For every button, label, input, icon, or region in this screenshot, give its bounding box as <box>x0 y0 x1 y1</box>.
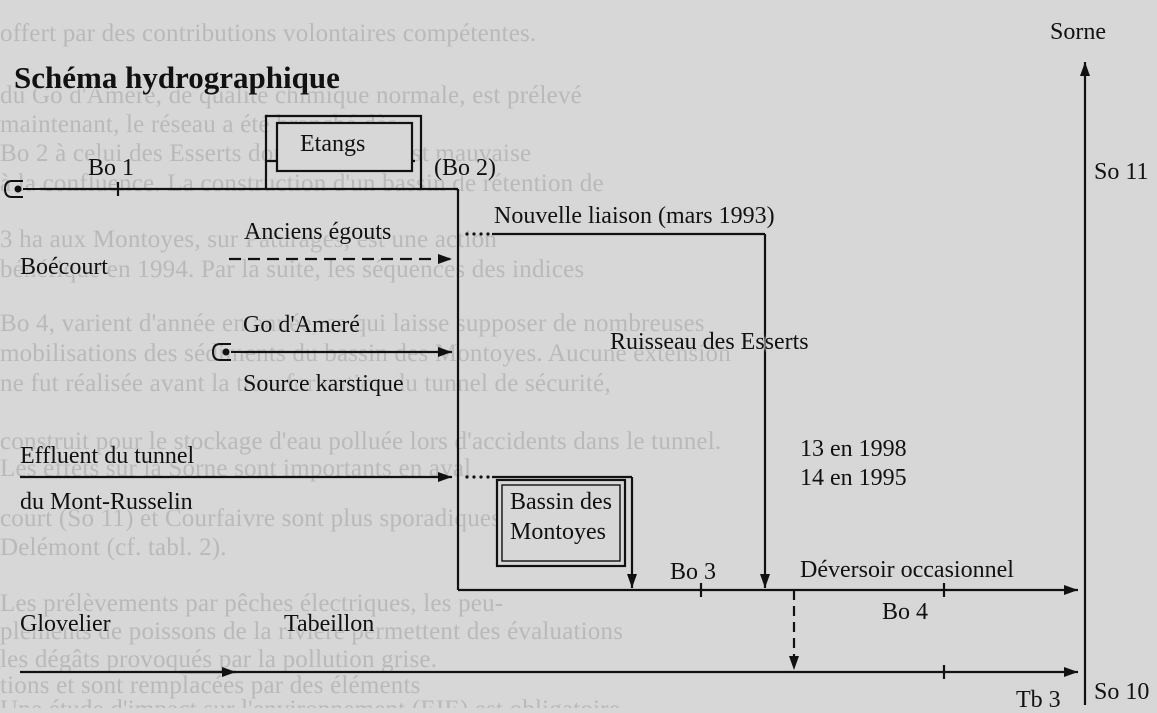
effluent-label-line2: du Mont-Russelin <box>20 489 193 515</box>
bassin-box <box>495 478 627 568</box>
background-text-line: mobilisations des sédiments du bassin de… <box>0 340 731 367</box>
bo1-label: Bo 1 <box>88 155 135 181</box>
count-1998-label: 13 en 1998 <box>800 436 907 462</box>
bassin-box-inner <box>501 484 621 562</box>
ruisseau-esserts-label: Ruisseau des Esserts <box>610 329 809 355</box>
source-karstique-icon <box>211 343 243 361</box>
background-text-line: tions et sont remplacées par des élément… <box>0 672 421 699</box>
background-text-line: plements de poissons de la rivière perme… <box>0 618 624 645</box>
count-1995-label: 14 en 1995 <box>800 465 907 491</box>
background-text-line: 3 ha aux Montoyes, sur Pâturages, est un… <box>0 226 497 253</box>
background-text-line: Bo 4, varient d'année en année, ce qui l… <box>0 310 705 337</box>
boecourt-label: Boécourt <box>20 254 108 280</box>
background-text-line: Les prélèvements par pêches électriques,… <box>0 590 504 617</box>
so10-label: So 10 <box>1094 679 1150 705</box>
background-text-line: à la confluence. La construction d'un ba… <box>0 170 604 197</box>
go-amere-label: Go d'Ameré <box>243 312 360 338</box>
etangs-loop-line <box>264 114 423 189</box>
background-text-line: Une étude d'impact sur l'environnement (… <box>0 696 1157 708</box>
background-text-line: du Go d'Ameré, de qualité chimique norma… <box>0 82 582 109</box>
bassin-label-line2: Montoyes <box>510 519 606 545</box>
background-text-line: construit pour le stockage d'eau polluée… <box>0 428 722 455</box>
background-text-line: ne fut réalisée avant la transformation … <box>0 370 611 397</box>
nouvelle-liaison-label: Nouvelle liaison (mars 1993) <box>494 203 775 229</box>
background-text-line: Delémont (cf. tabl. 2). <box>0 534 227 561</box>
source-karstique-label: Source karstique <box>243 371 404 397</box>
diagram-title: Schéma hydrographique <box>14 60 340 95</box>
background-text-line: court (So 11) et Courfaivre sont plus sp… <box>0 505 502 532</box>
dotted-connectors <box>465 232 490 479</box>
effluent-label-line1: Effluent du tunnel <box>20 443 195 469</box>
etangs-box <box>275 121 414 173</box>
tb3-label: Tb 3 <box>1016 687 1061 713</box>
background-text-line: offert par des contributions volontaires… <box>0 20 537 47</box>
source-icon <box>3 180 40 198</box>
background-text-line: les dégâts provoqués par la pollution gr… <box>0 646 438 673</box>
bo4-label: Bo 4 <box>882 599 929 625</box>
so11-label: So 11 <box>1094 159 1149 185</box>
background-text-line: bénéfique en 1994. Par la suite, les séq… <box>0 256 585 283</box>
glovelier-label: Glovelier <box>20 611 111 637</box>
bassin-label-line1: Bassin des <box>510 489 612 515</box>
sorne-label: Sorne <box>1050 19 1106 45</box>
bo2-label: (Bo 2) <box>434 155 496 181</box>
bo3-label: Bo 3 <box>670 559 717 585</box>
anciens-egouts-label: Anciens égouts <box>244 219 392 245</box>
deversoir-label: Déversoir occasionnel <box>800 557 1014 583</box>
tabeillon-label: Tabeillon <box>284 611 375 637</box>
etangs-label: Etangs <box>300 131 366 157</box>
